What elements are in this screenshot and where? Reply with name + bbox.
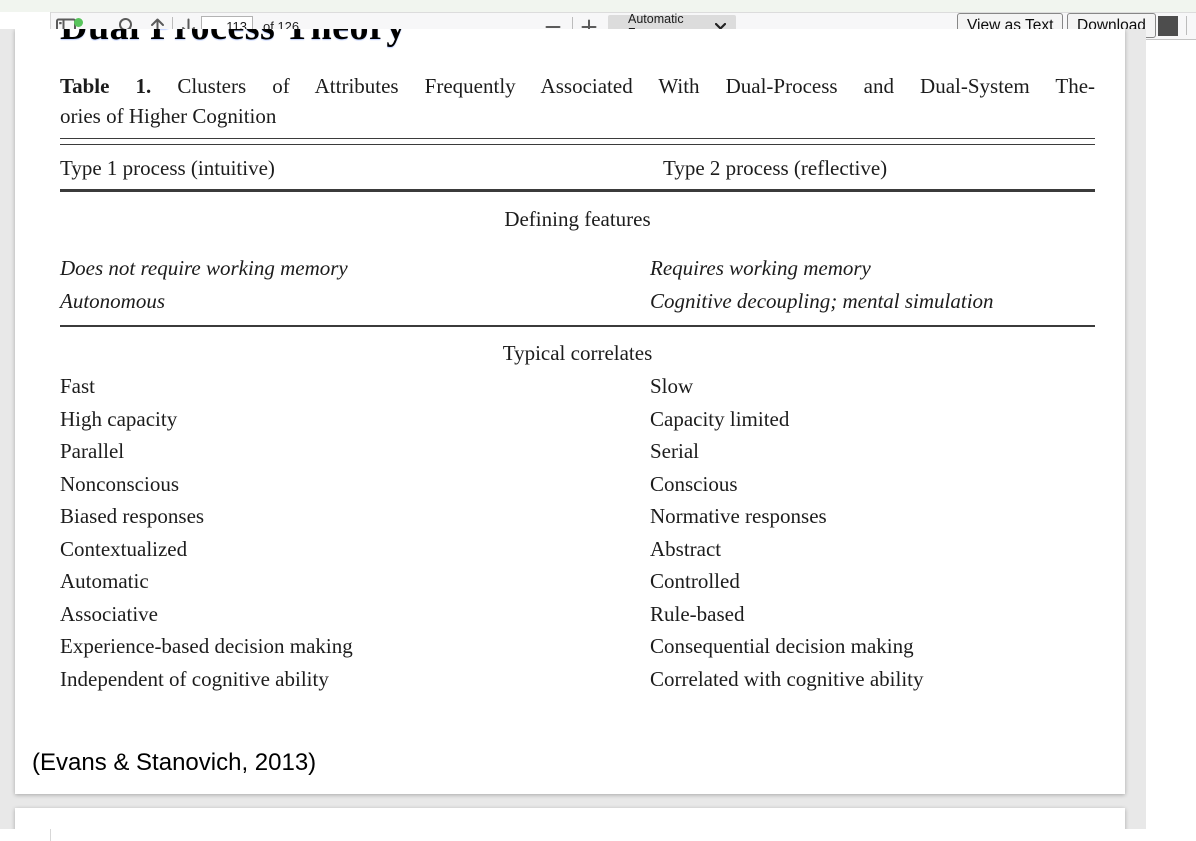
minus-icon bbox=[545, 25, 561, 28]
typical-correlates-rows: Fast Slow High capacity Capacity limited… bbox=[60, 374, 1095, 699]
table-row: Autonomous Cognitive decoupling; mental … bbox=[60, 289, 1095, 322]
caption-line-2: ories of Higher Cognition bbox=[60, 104, 277, 128]
cell: Normative responses bbox=[650, 504, 827, 528]
toolbar-separator bbox=[572, 17, 573, 36]
cell: Biased responses bbox=[60, 504, 205, 528]
table-row: Associative Rule-based bbox=[60, 602, 1095, 635]
defining-features-rows: Does not require working memory Requires… bbox=[60, 256, 1095, 321]
cell: Experience-based decision making bbox=[60, 634, 353, 658]
cell: Fast bbox=[60, 374, 96, 398]
table-caption: Table 1. Clusters of Attributes Frequent… bbox=[60, 71, 1095, 131]
cell: Correlated with cognitive ability bbox=[650, 666, 924, 691]
viewer-canvas: Dual Process Theory Table 1. Clusters of… bbox=[0, 29, 1146, 829]
section-title-defining-features: Defining features bbox=[504, 207, 651, 231]
cell: Autonomous bbox=[60, 288, 165, 313]
cell: High capacity bbox=[60, 406, 178, 431]
cell: Capacity limited bbox=[650, 406, 790, 431]
cell: Abstract bbox=[650, 536, 722, 561]
cell: Independent of cognitive ability bbox=[60, 666, 329, 691]
col2-header: Type 2 process (reflective) bbox=[663, 156, 888, 180]
cell: Nonconscious bbox=[60, 471, 179, 496]
cell: Associative bbox=[60, 601, 158, 626]
table-row: Does not require working memory Requires… bbox=[60, 256, 1095, 289]
cell: Parallel bbox=[60, 439, 125, 463]
cell: Consequential decision making bbox=[650, 634, 914, 658]
solid-square-icon[interactable] bbox=[1158, 16, 1178, 36]
pdf-page: Dual Process Theory Table 1. Clusters of… bbox=[15, 29, 1125, 794]
table-row: Biased responses Normative responses bbox=[60, 504, 1095, 537]
pdf-page-next bbox=[15, 808, 1125, 829]
table-row: Independent of cognitive ability Correla… bbox=[60, 667, 1095, 700]
toolbar-separator bbox=[1186, 16, 1187, 35]
table-row: Automatic Controlled bbox=[60, 569, 1095, 602]
caption-text: Clusters of Attributes Frequently Associ… bbox=[177, 74, 1096, 98]
table-row: Contextualized Abstract bbox=[60, 537, 1095, 570]
cell: Does not require working memory bbox=[60, 256, 348, 280]
caption-label: Table 1. bbox=[60, 74, 152, 98]
header-rule bbox=[60, 189, 1095, 192]
cell: Controlled bbox=[650, 569, 740, 593]
host-top-band bbox=[0, 0, 1196, 12]
notification-dot bbox=[74, 17, 83, 27]
table-row: Experience-based decision making Consequ… bbox=[60, 634, 1095, 667]
table-row: Parallel Serial bbox=[60, 439, 1095, 472]
cell: Serial bbox=[650, 439, 699, 463]
table-top-rule bbox=[60, 138, 1095, 145]
cell: Requires working memory bbox=[650, 256, 871, 280]
chevron-down-icon bbox=[715, 22, 726, 30]
section-title-typical-correlates: Typical correlates bbox=[502, 341, 653, 365]
table-row: High capacity Capacity limited bbox=[60, 407, 1095, 440]
caption-line-1: Table 1. Clusters of Attributes Frequent… bbox=[60, 71, 1095, 101]
cell: Slow bbox=[650, 374, 694, 398]
section-rule bbox=[60, 325, 1095, 327]
citation: (Evans & Stanovich, 2013) bbox=[32, 749, 317, 776]
col1-header: Type 1 process (intuitive) bbox=[60, 156, 275, 180]
toolbar-separator bbox=[172, 17, 173, 36]
cell: Contextualized bbox=[60, 536, 188, 561]
cell: Rule-based bbox=[650, 601, 745, 626]
cell: Conscious bbox=[650, 471, 738, 496]
zoom-out-button[interactable] bbox=[540, 13, 566, 40]
slide-title: Dual Process Theory bbox=[60, 29, 406, 49]
cell: Automatic bbox=[60, 569, 149, 593]
table-row: Nonconscious Conscious bbox=[60, 472, 1095, 505]
cell: Cognitive decoupling; mental simulation bbox=[650, 288, 994, 313]
table-row: Fast Slow bbox=[60, 374, 1095, 407]
table-header-row: Type 1 process (intuitive) Type 2 proces… bbox=[60, 156, 1095, 182]
